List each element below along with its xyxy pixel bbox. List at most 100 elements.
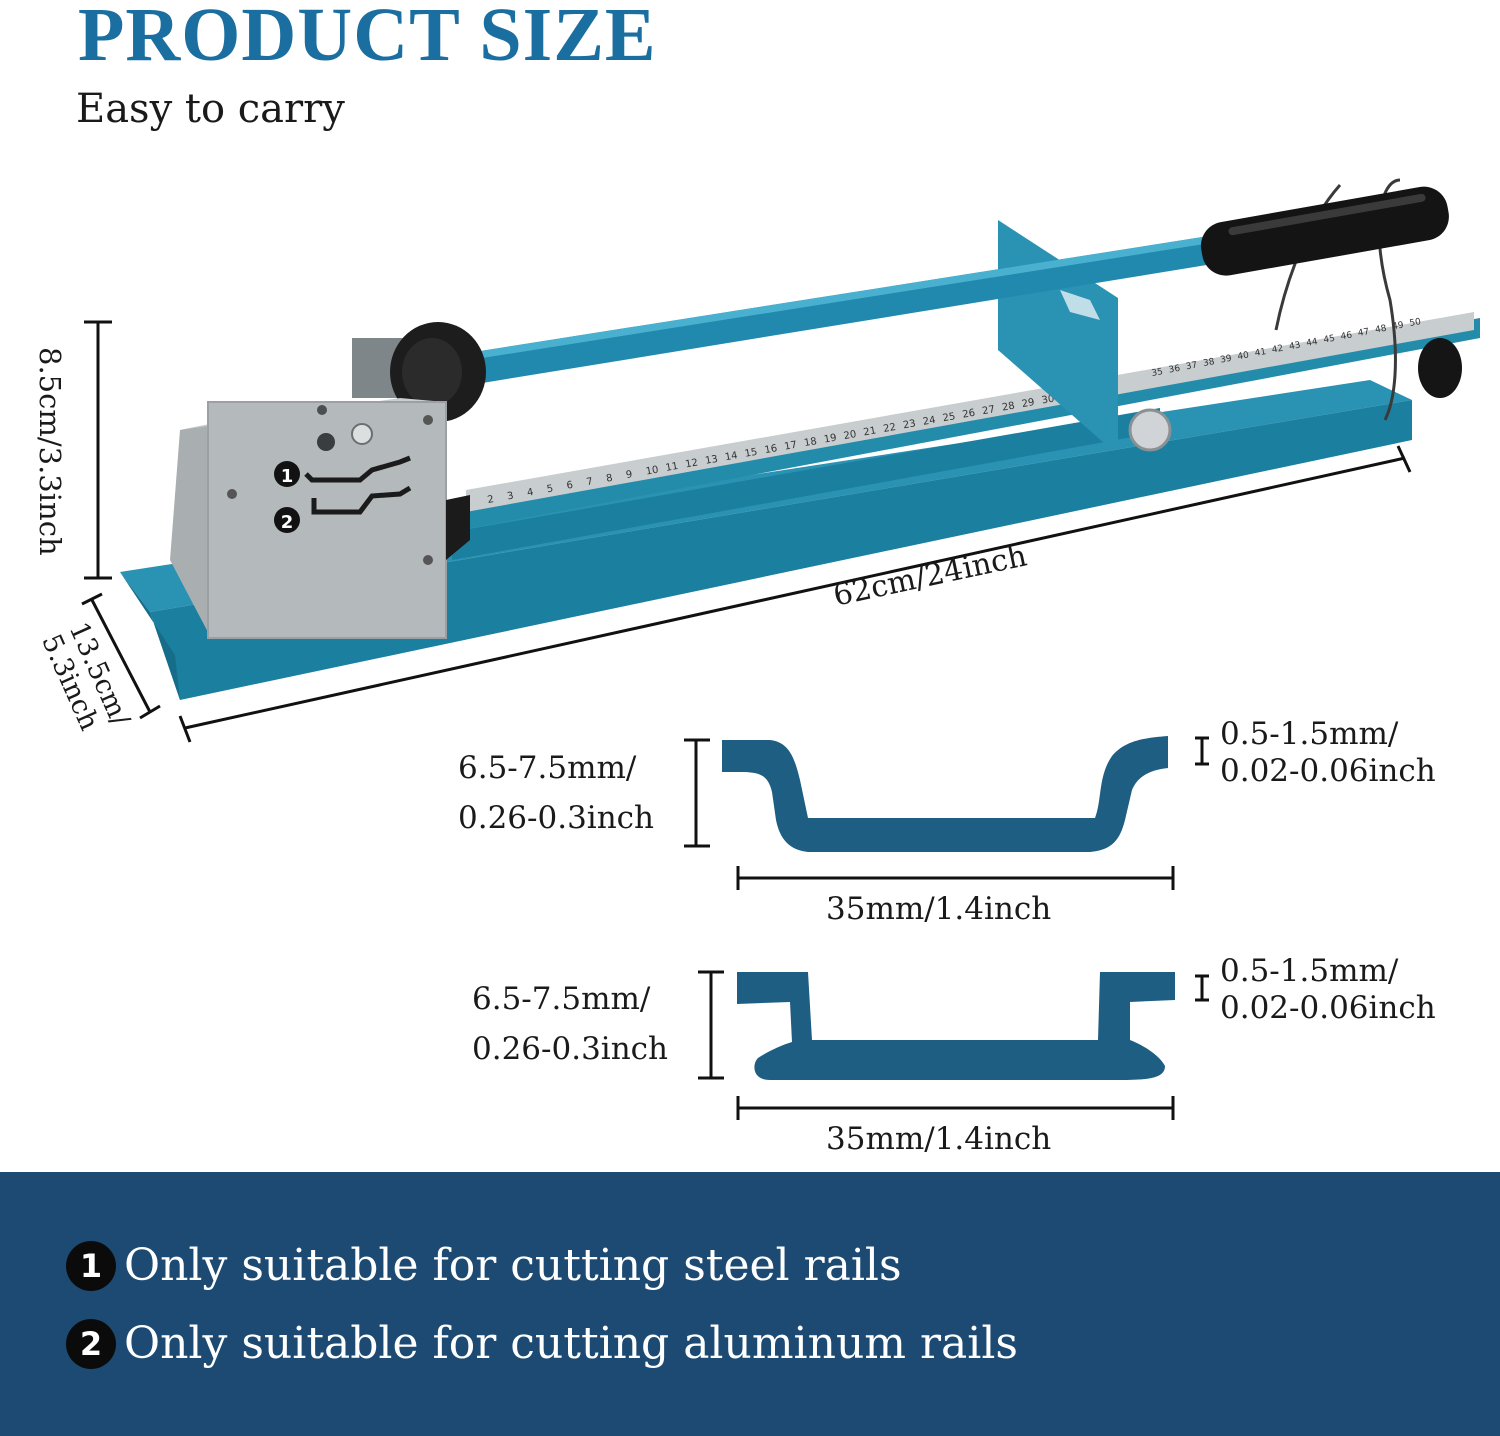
handle-grip: [1200, 186, 1449, 276]
slot-1-outline: [304, 455, 411, 483]
steel-width-label: 35mm/1.4inch: [826, 891, 1052, 927]
handle-lever: [455, 186, 1449, 385]
ruler-mark: 11: [665, 461, 679, 474]
ruler-mark: 46: [1340, 330, 1353, 342]
steel-height-label-1: 6.5-7.5mm/: [458, 750, 637, 786]
ruler-mark: 17: [784, 440, 798, 453]
ruler-mark: 36: [1168, 364, 1181, 376]
cutting-head-side: [170, 424, 210, 636]
ruler-mark: 14: [724, 450, 738, 463]
ruler-mark: 20: [843, 429, 857, 442]
ruler-mark: 2: [487, 494, 495, 506]
feature-text-aluminum: Only suitable for cutting aluminum rails: [124, 1318, 1019, 1369]
ruler-mark: 26: [962, 408, 976, 421]
ruler-mark: 7: [586, 476, 594, 488]
length-dimension: [178, 445, 1412, 743]
ruler-mark: 39: [1220, 354, 1233, 366]
steel-rail-profile: [684, 736, 1209, 890]
ruler-mark: 13: [704, 454, 718, 467]
ruler-mark: 8: [605, 473, 613, 485]
feature-badge-2: 2: [66, 1318, 116, 1369]
steel-thickness-label-1: 0.5-1.5mm/: [1220, 716, 1399, 752]
ruler-mark: 4: [526, 487, 534, 499]
handle-bar: [455, 235, 1225, 385]
foot-bumper: [1418, 338, 1462, 398]
ruler-mark: 5: [546, 483, 554, 495]
pivot-wheel-inner: [402, 338, 462, 406]
fence-stop-notch: [1060, 290, 1100, 320]
ruler-scale: [466, 312, 1474, 512]
feature-item-aluminum: 2 Only suitable for cutting aluminum rai…: [66, 1318, 1018, 1369]
aluminum-height-label-2: 0.26-0.3inch: [472, 1031, 669, 1067]
aluminum-thickness-label-2: 0.02-0.06inch: [1220, 990, 1436, 1026]
fence-knob: [1128, 408, 1172, 452]
ruler-mark: 12: [685, 457, 699, 470]
ruler-mark: 41: [1254, 347, 1267, 359]
pivot-wheel: [352, 322, 486, 422]
slot-1-badge: [274, 461, 300, 487]
ruler-mark: 23: [902, 418, 916, 431]
slot-2-number: 2: [281, 512, 294, 533]
ruler-mark: 43: [1288, 340, 1301, 352]
ruler-mark: 15: [744, 447, 758, 460]
ruler-mark: 35: [1151, 367, 1164, 379]
page-title: PRODUCT SIZE: [78, 0, 657, 77]
screw-2: [423, 415, 433, 425]
steel-thickness-label-2: 0.02-0.06inch: [1220, 753, 1436, 789]
ruler-mark: 45: [1323, 334, 1336, 346]
aluminum-thickness-label-1: 0.5-1.5mm/: [1220, 953, 1399, 989]
slot-2-outline: [311, 485, 412, 515]
width-dimension: [81, 592, 161, 720]
ruler-mark: 25: [942, 411, 956, 424]
page-subtitle: Easy to carry: [76, 86, 345, 132]
ruler-mark: 50: [1409, 317, 1422, 329]
bolt-1: [317, 405, 327, 415]
ruler-mark: 9: [625, 469, 633, 481]
feature-item-steel: 1 Only suitable for cutting steel rails: [66, 1240, 902, 1291]
ruler-channel-front: [452, 408, 1160, 560]
ruler-mark: 22: [882, 422, 896, 435]
feature-banner: 1 Only suitable for cutting steel rails …: [0, 1172, 1500, 1436]
ruler-mark: 49: [1392, 320, 1405, 332]
mount-block: [446, 495, 470, 560]
aluminum-height-label-1: 6.5-7.5mm/: [472, 981, 651, 1017]
ruler-mark: 24: [922, 415, 936, 428]
ruler-mark: 48: [1374, 324, 1387, 336]
ruler-mark: 42: [1271, 344, 1284, 356]
ruler-mark: 21: [863, 425, 877, 438]
ruler-mark: 10: [645, 464, 659, 477]
ruler-mark: 38: [1202, 357, 1215, 369]
base-plate-front: [150, 400, 1412, 700]
ruler-mark: 19: [823, 433, 837, 446]
height-dimension: [84, 320, 112, 580]
aluminum-rail-profile: [698, 970, 1209, 1120]
bolt-2: [317, 433, 335, 451]
feature-badge-1: 1: [66, 1240, 116, 1291]
ruler-mark: 29: [1021, 397, 1035, 410]
screw-1: [227, 489, 237, 499]
bolt-3: [351, 423, 373, 445]
slot-1-number: 1: [281, 466, 294, 487]
ruler-mark: 27: [981, 404, 995, 417]
ruler-mark: 28: [1001, 401, 1015, 414]
screw-3: [423, 555, 433, 565]
ruler-mark: 40: [1237, 350, 1250, 362]
slot-2-badge: [274, 507, 300, 533]
ruler-mark: 3: [506, 490, 514, 502]
aluminum-width-label: 35mm/1.4inch: [826, 1121, 1052, 1157]
ruler-mark: 44: [1306, 337, 1319, 349]
feature-text-steel: Only suitable for cutting steel rails: [124, 1240, 902, 1291]
ruler-mark: 37: [1185, 360, 1198, 372]
steel-height-label-2: 0.26-0.3inch: [458, 800, 655, 836]
steel-rail-shape: [722, 736, 1168, 852]
handle-grip-shine: [1228, 193, 1426, 236]
ruler-mark: 16: [764, 443, 778, 456]
cutting-head: 1 2: [170, 398, 470, 639]
ruler-mark: 6: [566, 480, 574, 492]
handle-bar-highlight: [455, 235, 1217, 362]
height-label: 8.5cm/3.3inch: [33, 347, 67, 556]
aluminum-rail-shape: [737, 972, 1175, 1080]
